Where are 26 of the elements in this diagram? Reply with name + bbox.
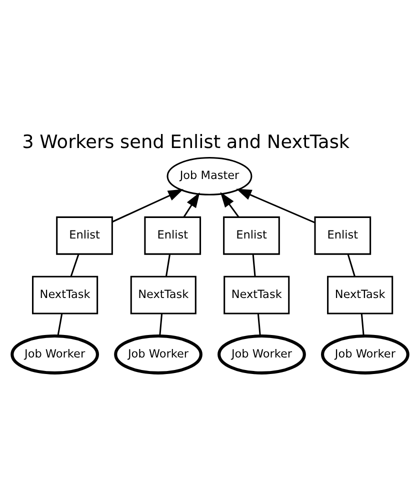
node-box: NextTask bbox=[327, 276, 394, 314]
diagram-title: 3 Workers send Enlist and NextTask bbox=[22, 132, 350, 153]
node-ellipse: Job Worker bbox=[321, 334, 410, 374]
node-box: NextTask bbox=[32, 276, 98, 314]
node-ellipse: Job Worker bbox=[114, 334, 202, 374]
arrow bbox=[220, 192, 240, 218]
arrow bbox=[112, 189, 184, 223]
node-box: Enlist bbox=[56, 216, 113, 255]
node-ellipse: Job Worker bbox=[218, 334, 306, 374]
arrow bbox=[236, 188, 316, 224]
arrow bbox=[183, 192, 200, 218]
node-box: NextTask bbox=[224, 276, 290, 314]
connector bbox=[252, 254, 256, 277]
connector bbox=[159, 313, 163, 336]
node-ellipse: Job Worker bbox=[10, 334, 99, 374]
connector bbox=[57, 313, 63, 336]
node-box: NextTask bbox=[130, 276, 196, 314]
node-box: Enlist bbox=[314, 216, 372, 255]
node-box: Enlist bbox=[223, 216, 280, 255]
connector bbox=[347, 254, 356, 277]
connector bbox=[360, 313, 364, 336]
connector bbox=[165, 254, 171, 277]
connector bbox=[70, 254, 80, 277]
connector bbox=[257, 313, 261, 336]
node-box: Enlist bbox=[144, 216, 202, 255]
node-ellipse: Job Master bbox=[166, 157, 252, 196]
